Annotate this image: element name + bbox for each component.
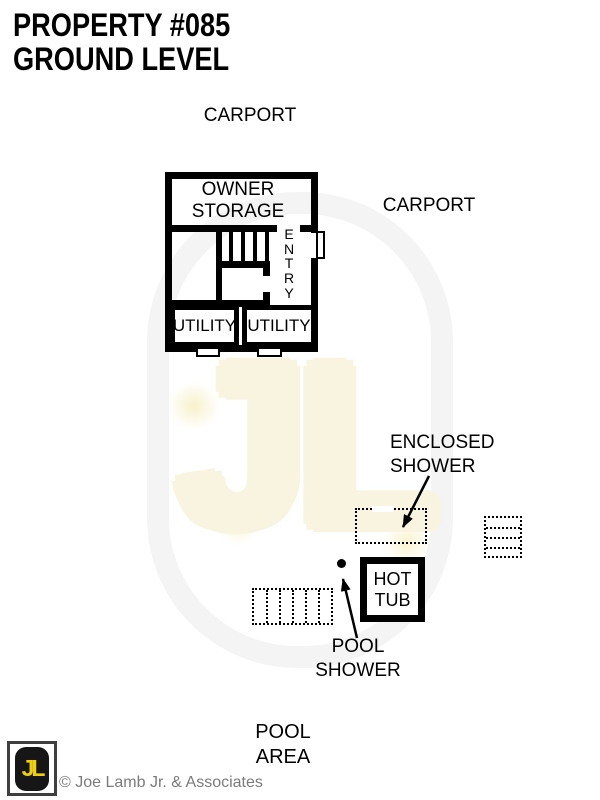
entry-door-leaf [316, 231, 325, 259]
pool-shower-label: POOL SHOWER [298, 635, 418, 683]
wall-stub-lower [263, 292, 270, 307]
copyright-text: © Joe Lamb Jr. & Associates [59, 774, 263, 791]
carport-top-label: CARPORT [203, 105, 297, 126]
wall-below-storage-stub [300, 225, 318, 232]
step-rung [486, 537, 520, 539]
utility-left-label: UTILITY [172, 316, 237, 335]
pool-area-label: POOL AREA [233, 720, 333, 770]
joe-lamb-logo: JL [7, 741, 57, 796]
pool-steps [252, 588, 333, 625]
utility-left-threshold [196, 347, 220, 357]
utility-right-threshold [257, 347, 282, 357]
utility-room-right: UTILITY [242, 305, 316, 347]
entry-letter: R [283, 270, 295, 287]
pool-area-line2: AREA [255, 746, 311, 768]
watermark-accent [168, 382, 220, 430]
title-line-level: GROUND LEVEL [13, 41, 230, 77]
enclosed-shower-opening [372, 506, 393, 512]
enclosed-shower-line1: ENCLOSED [390, 432, 495, 453]
hot-tub-line2: TUB [374, 589, 411, 610]
stair-tread [241, 232, 245, 261]
watermark-accent [214, 486, 262, 546]
pool-step-divider [279, 590, 281, 623]
hot-tub: HOT TUB [360, 557, 425, 622]
pool-shower-line1: POOL [331, 636, 385, 657]
enclosed-shower-label: ENCLOSED SHOWER [390, 431, 495, 479]
entry-letter: N [283, 240, 295, 257]
utility-room-left: UTILITY [170, 305, 239, 347]
pool-step-divider [318, 590, 320, 623]
owner-storage-line1: OWNER [201, 179, 275, 200]
entry-door-gap [311, 233, 318, 258]
step-rung [486, 547, 520, 549]
entry-letter: Y [284, 284, 294, 301]
pool-area-line1: POOL [255, 721, 311, 743]
entry-letter: T [284, 255, 294, 272]
entry-label: E N T R Y [281, 227, 297, 301]
watermark-jl-text: JL [178, 316, 438, 573]
logo-jl-text: JL [21, 755, 46, 781]
step-rung [486, 527, 520, 529]
title-line-property: PROPERTY #085 [13, 7, 231, 43]
pool-shower-line2: SHOWER [315, 660, 401, 681]
wall-stub-upper [263, 261, 270, 276]
pool-step-divider [305, 590, 307, 623]
wall-above-utility [165, 300, 268, 307]
pool-shower-dot [337, 559, 346, 568]
stair-tread [253, 232, 257, 261]
page-title: PROPERTY #085 GROUND LEVEL [13, 8, 230, 76]
stair-tread [265, 232, 269, 261]
utility-right-label: UTILITY [247, 316, 311, 335]
hot-tub-line1: HOT [373, 568, 412, 589]
logo-badge: JL [15, 746, 49, 791]
enclosed-shower-pad [355, 508, 427, 544]
enclosed-shower-line2: SHOWER [390, 456, 476, 477]
pool-step-divider [266, 590, 268, 623]
pool-step-divider [292, 590, 294, 623]
entry-letter: E [284, 226, 294, 242]
carport-right-label: CARPORT [382, 195, 476, 216]
owner-storage-line2: STORAGE [191, 201, 285, 222]
steps-right [484, 516, 522, 558]
wall-below-stairs [216, 261, 270, 268]
owner-storage-label: OWNER STORAGE [172, 179, 304, 223]
building-outline [165, 172, 318, 352]
stair-tread [229, 232, 233, 261]
